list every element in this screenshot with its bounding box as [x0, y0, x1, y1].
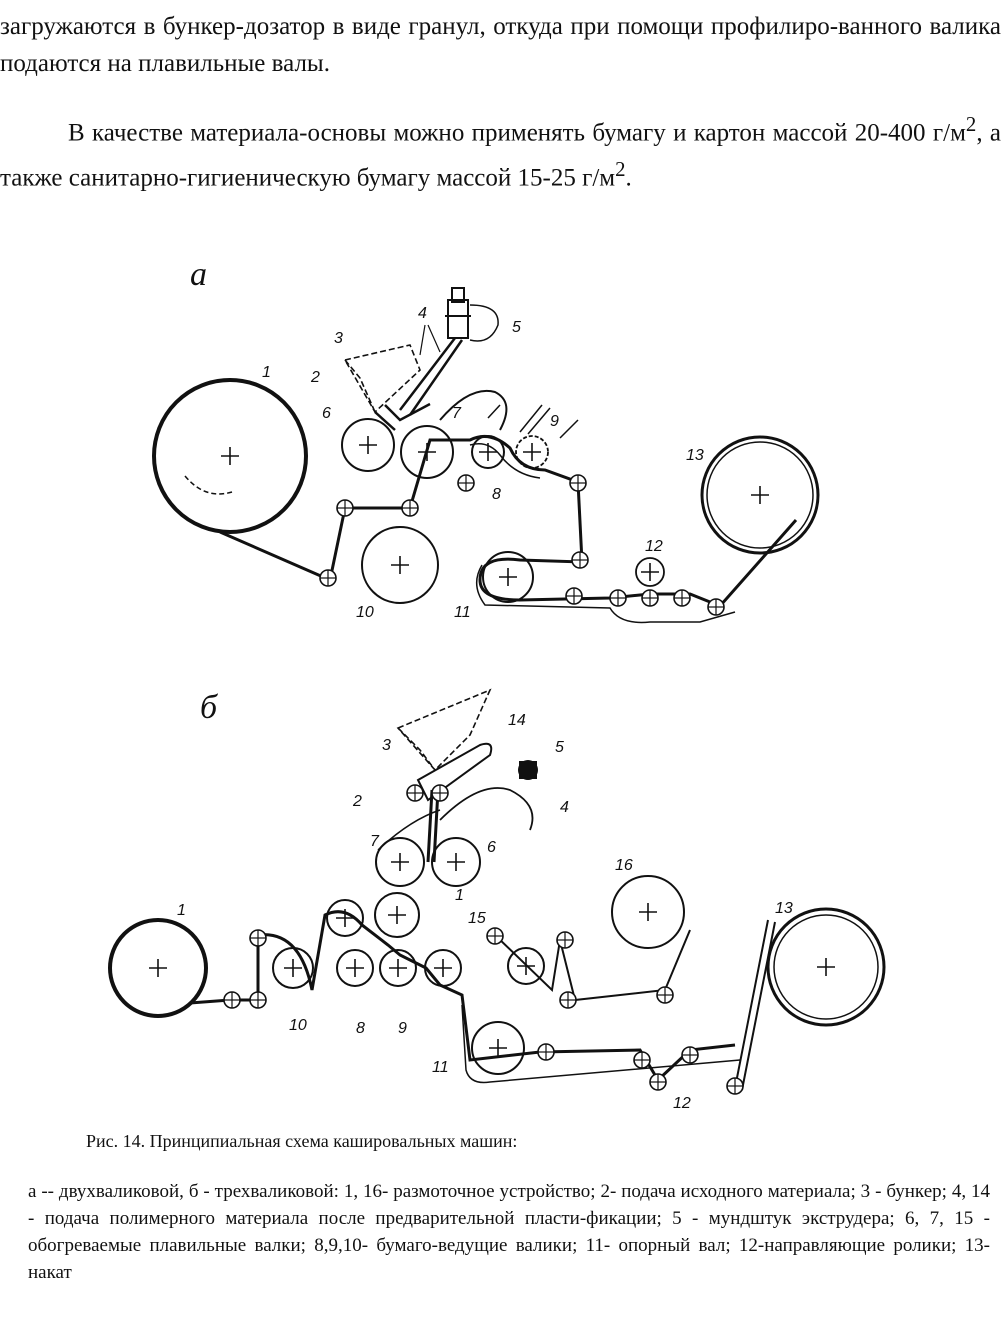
machine-diagram: а — [108, 256, 886, 1112]
b-heated-roll-6 — [431, 837, 481, 887]
b-label-14: 14 — [508, 712, 526, 729]
b-rewind-reel-13 — [766, 907, 886, 1027]
a-label-4: 4 — [418, 305, 427, 322]
b-unwind-reel-16 — [611, 875, 685, 949]
paragraph-2-part-a: В качестве материала-основы можно примен… — [68, 119, 966, 147]
b-heated-roll-15 — [374, 892, 420, 938]
a-unwind-reel-1 — [152, 378, 308, 534]
b-label-5: 5 — [555, 739, 564, 756]
b-guide-roll-8 — [379, 949, 417, 987]
a-label-6: 6 — [322, 405, 331, 422]
b-unwind-reel-1 — [108, 918, 208, 1018]
panel-a: а — [152, 256, 820, 624]
paragraph-2-part-c: . — [625, 164, 632, 192]
a-heated-roll-7 — [400, 425, 454, 479]
panel-a-letter: а — [190, 256, 207, 293]
a-label-5: 5 — [512, 319, 521, 336]
b-heated-roll-7 — [375, 837, 425, 887]
b-label-4: 4 — [560, 799, 569, 816]
a-guide-roll-10 — [361, 526, 439, 604]
b-label-11: 11 — [432, 1059, 449, 1076]
a-heated-roll-6 — [341, 418, 395, 472]
b-label-10: 10 — [289, 1017, 307, 1034]
a-arrows-9 — [487, 404, 579, 439]
a-guide-roll-8 — [471, 435, 505, 469]
a-feed-2 — [374, 402, 431, 431]
b-label-12: 12 — [673, 1095, 691, 1112]
a-roll-7-housing — [439, 389, 508, 431]
a-rewind-reel-13 — [700, 435, 820, 555]
a-label-10: 10 — [356, 604, 374, 621]
b-guide-roll-8a — [336, 949, 374, 987]
b-label-1b: 1 — [455, 887, 464, 904]
b-polymer-feed-4 — [439, 787, 534, 831]
b-label-2: 2 — [352, 793, 362, 810]
a-extruder-5 — [445, 287, 499, 342]
a-label-8: 8 — [492, 486, 501, 503]
b-label-7: 7 — [370, 833, 380, 850]
b-roll-middle — [507, 947, 545, 985]
b-guide-roll-10 — [272, 947, 314, 989]
a-label-11: 11 — [454, 604, 471, 621]
panel-a-labels: 1 2 3 4 5 6 7 8 9 10 11 12 13 — [262, 305, 704, 621]
b-roll-upper-left — [326, 899, 364, 937]
panel-b-letter: б — [200, 689, 219, 726]
b-label-16: 16 — [615, 857, 633, 874]
superscript-2b: 2 — [615, 157, 626, 182]
b-web-path — [189, 910, 736, 1083]
b-label-1: 1 — [177, 902, 186, 919]
a-guide-roll-9 — [515, 435, 549, 469]
b-label-9: 9 — [398, 1020, 407, 1037]
paragraph-1: загружаются в бункер-дозатор в виде гран… — [0, 13, 1001, 77]
b-polymer-feed-14 — [416, 742, 493, 802]
superscript-2a: 2 — [965, 112, 977, 136]
a-label-2: 2 — [310, 369, 320, 386]
b-label-6: 6 — [487, 839, 496, 856]
b-hopper-3 — [396, 688, 492, 772]
paragraph-2: В качестве материала-основы можно примен… — [0, 106, 1001, 197]
a-label-7: 7 — [452, 405, 462, 422]
b-guide-roll-9 — [424, 949, 462, 987]
b-label-13: 13 — [775, 900, 793, 917]
b-label-8: 8 — [356, 1020, 365, 1037]
b-label-3: 3 — [382, 737, 391, 754]
a-label-13: 13 — [686, 447, 704, 464]
a-label-12: 12 — [645, 538, 663, 555]
paragraph-2-part-b: , а также санитарно-гигиеническую бумагу… — [0, 119, 1001, 192]
b-feed-2 — [426, 789, 440, 863]
a-polymer-feed-4 — [399, 337, 464, 416]
panel-b: б — [108, 688, 886, 1112]
a-label-9: 9 — [550, 413, 559, 430]
panel-b-labels: 1 1 2 3 4 5 6 7 8 9 10 11 12 13 14 15 16 — [177, 712, 793, 1112]
b-small-rollers — [223, 784, 744, 1095]
a-guide-roller-12 — [635, 557, 665, 587]
figure-caption: Рис. 14. Принципиальная схема кашироваль… — [86, 1131, 518, 1151]
figure-legend: а -- двухваликовой, б - трехваликовой: 1… — [28, 1181, 990, 1283]
b-support-roll-11 — [471, 1021, 525, 1075]
a-hopper-3 — [343, 344, 421, 414]
b-extruder-5 — [518, 760, 538, 780]
b-label-15: 15 — [468, 910, 486, 927]
a-support-roll-11 — [482, 551, 534, 603]
a-label-1: 1 — [262, 364, 271, 381]
a-label-3: 3 — [334, 330, 343, 347]
